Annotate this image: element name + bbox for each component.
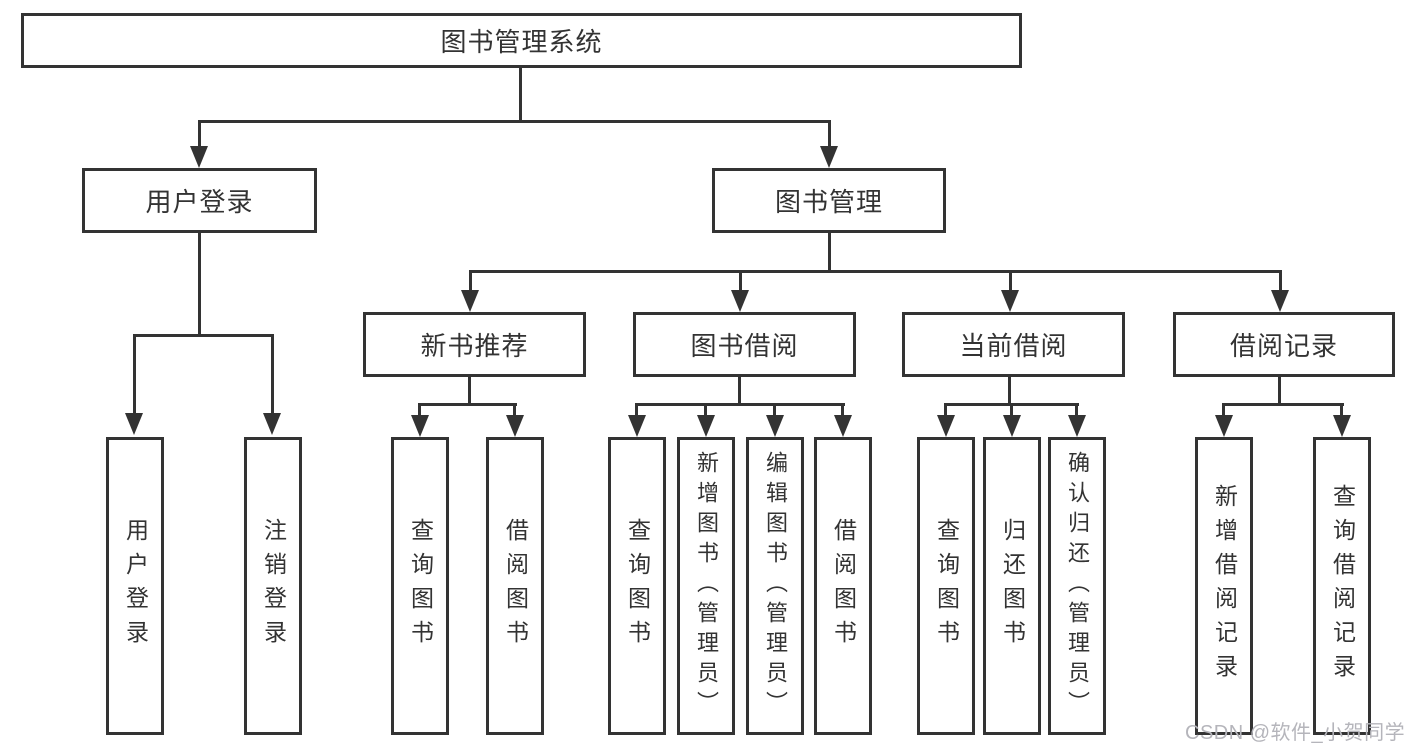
node-confirm-return-admin: 确认归还（管理员） (1048, 437, 1106, 735)
node-label: 借阅图书 (830, 518, 857, 654)
arrowhead (937, 415, 955, 437)
connector-stem (1008, 376, 1011, 405)
connector-stem (944, 403, 947, 417)
connector-stem (1340, 403, 1343, 417)
arrowhead (697, 415, 715, 437)
connector-stem (704, 403, 707, 417)
connector-stem (1009, 270, 1012, 294)
connector-stem (1075, 403, 1078, 417)
connector-stem (1010, 403, 1013, 417)
connector-stem (198, 233, 201, 336)
node-borrow-records: 借阅记录 (1173, 312, 1395, 377)
node-label: 借阅图书 (502, 518, 529, 654)
connector-stem (828, 120, 831, 148)
node-add-borrow-record: 新增借阅记录 (1195, 437, 1253, 735)
node-label: 图书管理 (774, 187, 883, 217)
connector-stem (773, 403, 776, 417)
node-label: 注销登录 (260, 518, 287, 654)
node-return-books: 归还图书 (983, 437, 1041, 735)
node-logout-leaf: 注销登录 (244, 437, 302, 735)
connector-level1-branch (198, 120, 831, 123)
connector-stem (841, 403, 844, 417)
node-user-login-leaf: 用户登录 (106, 437, 164, 735)
node-query-books-1: 查询图书 (391, 437, 449, 735)
node-label: 用户登录 (122, 518, 149, 654)
node-edit-book-admin: 编辑图书（管理员） (746, 437, 804, 735)
node-query-books-2: 查询图书 (608, 437, 666, 735)
node-book-management: 图书管理 (712, 168, 946, 233)
connector-stem (1279, 270, 1282, 294)
arrowhead (766, 415, 784, 437)
arrowhead (1068, 415, 1086, 437)
arrowhead (125, 413, 143, 435)
connector-stem (1278, 376, 1281, 405)
arrowhead (834, 415, 852, 437)
node-label: 新增图书（管理员） (694, 451, 719, 721)
node-current-borrow: 当前借阅 (902, 312, 1125, 377)
node-add-book-admin: 新增图书（管理员） (677, 437, 735, 735)
watermark-text: CSDN @软件_小贺同学 (1185, 722, 1405, 744)
connector-stem (739, 270, 742, 294)
node-label: 归还图书 (999, 518, 1026, 654)
arrowhead (1271, 290, 1289, 312)
node-new-book-recommend: 新书推荐 (363, 312, 586, 377)
connector-stem (133, 334, 136, 414)
connector-stem (738, 376, 741, 405)
connector-stem (635, 403, 638, 417)
connector-level2-branch (469, 270, 1282, 273)
arrowhead (820, 146, 838, 168)
arrowhead (263, 413, 281, 435)
arrowhead (1215, 415, 1233, 437)
arrowhead (461, 290, 479, 312)
connector-branch (635, 403, 845, 406)
connector-stem (828, 233, 831, 273)
node-library-system: 图书管理系统 (21, 13, 1022, 68)
node-label: 查询图书 (624, 518, 651, 654)
arrowhead (190, 146, 208, 168)
arrowhead (1001, 290, 1019, 312)
connector-stem (418, 403, 421, 417)
connector-stem (198, 120, 201, 148)
connector-stem (468, 376, 471, 405)
arrowhead (411, 415, 429, 437)
node-label: 新书推荐 (420, 331, 529, 361)
node-label: 新增借阅记录 (1211, 484, 1238, 688)
node-label: 查询图书 (407, 518, 434, 654)
node-label: 借阅记录 (1229, 331, 1338, 361)
connector-stem (1222, 403, 1225, 417)
node-label: 编辑图书（管理员） (763, 451, 788, 721)
connector-stem (513, 403, 516, 417)
node-borrow-books-1: 借阅图书 (486, 437, 544, 735)
node-label: 查询借阅记录 (1329, 484, 1356, 688)
connector-branch (418, 403, 517, 406)
arrowhead (1333, 415, 1351, 437)
node-label: 图书管理系统 (440, 27, 603, 57)
connector-root-stem (519, 68, 522, 123)
node-borrow-books-2: 借阅图书 (814, 437, 872, 735)
node-label: 图书借阅 (690, 331, 799, 361)
connector-branch (133, 334, 274, 337)
arrowhead (628, 415, 646, 437)
node-book-borrow: 图书借阅 (633, 312, 856, 377)
arrowhead (506, 415, 524, 437)
arrowhead (731, 290, 749, 312)
node-query-borrow-record: 查询借阅记录 (1313, 437, 1371, 735)
connector-branch (1222, 403, 1344, 406)
node-label: 用户登录 (145, 187, 254, 217)
node-label: 确认归还（管理员） (1065, 451, 1090, 721)
node-label: 查询图书 (933, 518, 960, 654)
arrowhead (1003, 415, 1021, 437)
node-label: 当前借阅 (959, 331, 1068, 361)
connector-stem (271, 334, 274, 414)
connector-stem (469, 270, 472, 294)
node-user-login: 用户登录 (82, 168, 317, 233)
node-query-books-3: 查询图书 (917, 437, 975, 735)
